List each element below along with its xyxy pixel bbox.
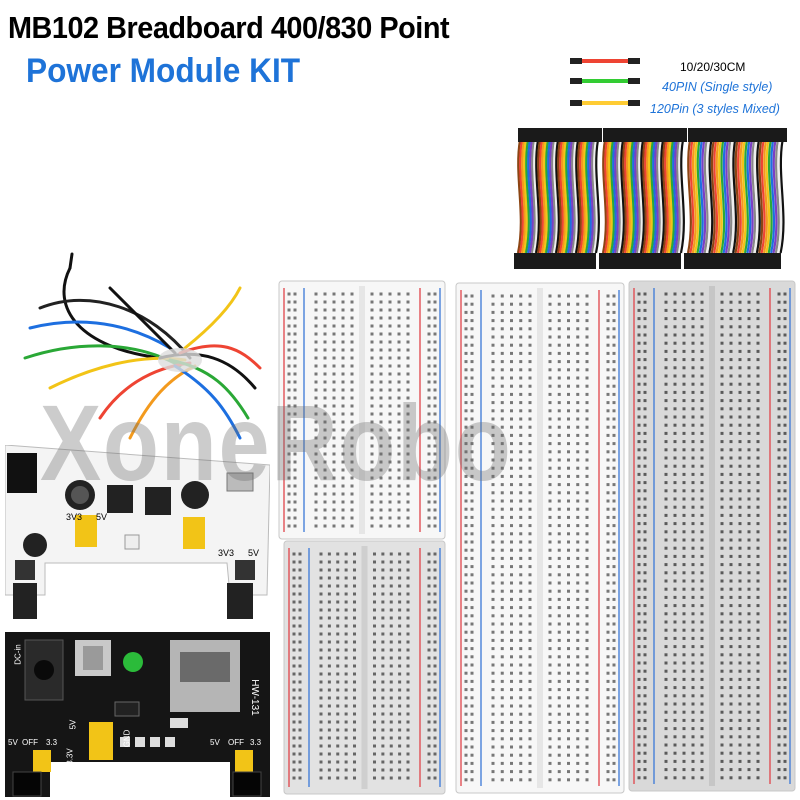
module-b-label-off-right: OFF xyxy=(228,738,244,747)
module-b-label-3v3-left: 3.3 xyxy=(46,738,58,747)
ribbon-bundle xyxy=(684,128,787,269)
breadboard-830-white-image xyxy=(455,282,625,794)
wire-option-40pin: 40PIN (Single style) xyxy=(662,80,773,94)
loose-jumper-wires-image xyxy=(23,252,262,440)
module-b-model-label: HW-131 xyxy=(248,679,260,716)
power-module-black-image xyxy=(5,632,270,797)
module-b-label-3v3-mid: 3.3V xyxy=(65,748,75,765)
module-b-label-5v-left: 5V xyxy=(8,738,18,747)
wire-sample-3 xyxy=(570,98,640,108)
watermark-text: XoneRobo xyxy=(40,382,513,503)
module-b-dc-label: DC-in xyxy=(13,644,23,665)
product-title: MB102 Breadboard 400/830 Point xyxy=(8,10,450,45)
module-b-label-3v3-right: 3.3 xyxy=(250,738,262,747)
wire-option-120pin: 120Pin (3 styles Mixed) xyxy=(650,102,780,116)
module-b-label-gnd: GND xyxy=(122,729,132,748)
wire-sample-1 xyxy=(570,56,640,66)
module-b-label-5v-right: 5V xyxy=(210,738,220,747)
power-module-white-image xyxy=(5,445,270,619)
product-subtitle: Power Module KIT xyxy=(26,52,301,90)
ribbon-cable-bundles xyxy=(514,128,787,269)
module-a-label-3v3-right: 3V3 xyxy=(218,548,235,558)
breadboard-400-white-image xyxy=(278,280,446,540)
ribbon-bundle xyxy=(514,128,602,269)
breadboard-830-clear-image xyxy=(628,280,796,792)
module-a-label-3v3-left: 3V3 xyxy=(66,512,83,522)
breadboard-400-clear-image xyxy=(283,540,446,795)
wire-sample-2 xyxy=(570,76,640,86)
ribbon-bundle xyxy=(599,128,687,269)
module-a-label-5v-left: 5V xyxy=(96,512,108,522)
wire-length-label: 10/20/30CM xyxy=(680,60,746,74)
module-b-label-off-left: OFF xyxy=(22,738,38,747)
module-a-label-5v-right: 5V xyxy=(248,548,260,558)
module-b-label-5v-mid: 5V xyxy=(68,719,78,730)
